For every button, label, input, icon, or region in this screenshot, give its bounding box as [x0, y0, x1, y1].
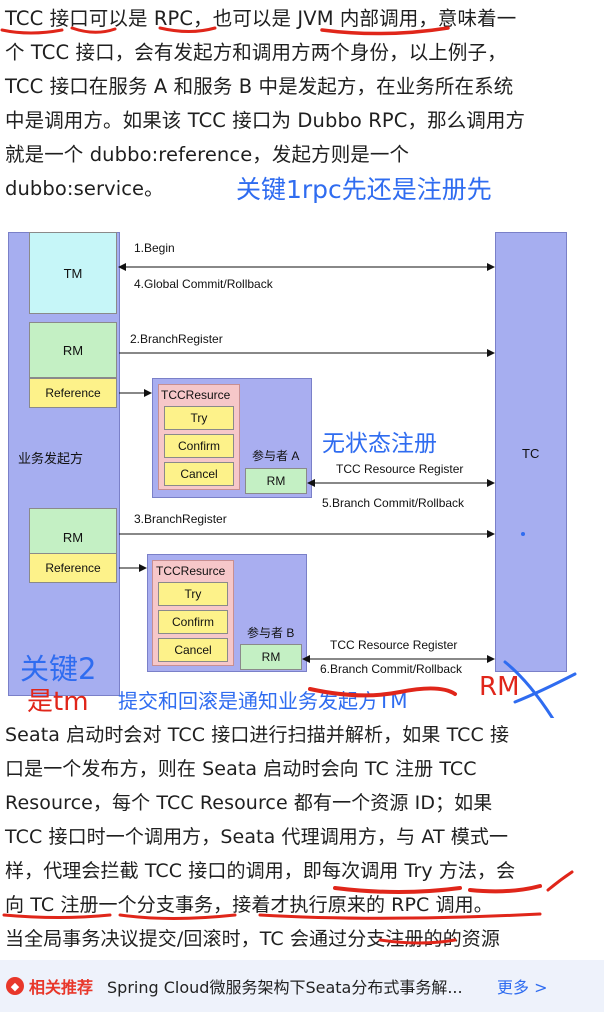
intro-underline-marks [0, 26, 450, 36]
arrow-label-tcc-register-b: TCC Resource Register [330, 638, 458, 652]
annotation-rm-scribble: RM [479, 672, 520, 702]
annotation-stateless: 无状态注册 [322, 431, 437, 457]
intro-line: dubbo:service。 [5, 177, 164, 200]
arrow-label-global-commit: 4.Global Commit/Rollback [134, 277, 273, 291]
intro-line: 个 TCC 接口，会有发起方和调用方两个身份，以上例子， [5, 41, 507, 64]
body-paragraph: Seata 启动时会对 TCC 接口进行扫描并解析，如果 TCC 接 口是一个发… [5, 718, 599, 956]
intro-line: TCC 接口在服务 A 和服务 B 中是发起方，在业务所在系统 [5, 75, 514, 98]
participant-a-confirm: Confirm [164, 434, 234, 458]
participant-a-try: Try [164, 406, 234, 430]
more-link[interactable]: 更多 > [497, 978, 548, 997]
arrow-label-branch-register-2: 2.BranchRegister [130, 332, 223, 346]
participant-b-name: 参与者 B [247, 626, 295, 640]
reference-box-2: Reference [29, 553, 117, 583]
annotation-key2-tm: 是tm [27, 687, 89, 717]
arrow-label-begin: 1.Begin [134, 241, 175, 255]
participant-b-confirm: Confirm [158, 610, 228, 634]
annotation-notify: 提交和回滚是通知业务发起方TM [118, 689, 408, 713]
participant-a-rm: RM [245, 468, 307, 494]
body-line: 当全局事务决议提交/回滚时，TC 会通过分支注册的的资源 [5, 928, 501, 950]
recommend-icon: ◆ [6, 977, 24, 995]
body-line: 样，代理会拦截 TCC 接口的调用，即每次调用 Try 方法，会 [5, 860, 516, 882]
participant-b-try: Try [158, 582, 228, 606]
recommend-title[interactable]: Spring Cloud微服务架构下Seata分布式事务解... [107, 978, 463, 997]
arrow-label-branch-register-3: 3.BranchRegister [134, 512, 227, 526]
rm-box-1: RM [29, 322, 117, 378]
body-line: 向 TC 注册一个分支事务，接着才执行原来的 RPC 调用。 [5, 894, 493, 916]
intro-paragraph: TCC 接口可以是 RPC，也可以是 JVM 内部调用，意味着一 个 TCC 接… [5, 2, 599, 206]
related-recommendation-bar[interactable]: ◆ 相关推荐 Spring Cloud微服务架构下Seata分布式事务解... … [0, 960, 604, 1012]
intro-line: 就是一个 dubbo:reference，发起方则是一个 [5, 143, 410, 166]
tc-label: TC [522, 446, 540, 461]
tm-box: TM [29, 232, 117, 314]
tc-lane [495, 232, 567, 672]
tc-dot [521, 532, 525, 536]
recommend-tag: 相关推荐 [29, 978, 94, 997]
body-line: TCC 接口时一个调用方，Seata 代理调用方，与 AT 模式一 [5, 826, 509, 848]
initiator-label: 业务发起方 [18, 451, 84, 466]
diagram-arrows [118, 263, 495, 663]
intro-line: 中是调用方。如果该 TCC 接口为 Dubbo RPC，那么调用方 [5, 109, 526, 132]
intro-line: TCC 接口可以是 RPC，也可以是 JVM 内部调用，意味着一 [5, 7, 517, 30]
diagram-scribbles [308, 660, 577, 718]
participant-b-rm: RM [240, 644, 302, 670]
participant-a-cancel: Cancel [164, 462, 234, 486]
participant-b-cancel: Cancel [158, 638, 228, 662]
arrow-label-branch-commit-6: 6.Branch Commit/Rollback [320, 662, 463, 676]
arrow-label-branch-commit-5: 5.Branch Commit/Rollback [322, 496, 465, 510]
participant-a-name: 参与者 A [252, 449, 300, 463]
tcc-architecture-diagram: 业务发起方 TC TM RM Reference RM Reference TC… [0, 222, 604, 718]
reference-box-1: Reference [29, 378, 117, 408]
participant-a-title: TCCResurce [161, 388, 231, 402]
body-underline-marks [2, 870, 574, 945]
body-line: Resource，每个 TCC Resource 都有一个资源 ID；如果 [5, 792, 493, 814]
annotation-key2: 关键2 [20, 652, 97, 686]
arrow-label-tcc-register-a: TCC Resource Register [336, 462, 464, 476]
annotation-key1: 关键1rpc先还是注册先 [236, 175, 492, 204]
participant-b-title: TCCResurce [156, 564, 226, 578]
body-line: 口是一个发布方，则在 Seata 启动时会向 TC 注册 TCC [5, 758, 477, 780]
body-line: Seata 启动时会对 TCC 接口进行扫描并解析，如果 TCC 接 [5, 724, 510, 746]
